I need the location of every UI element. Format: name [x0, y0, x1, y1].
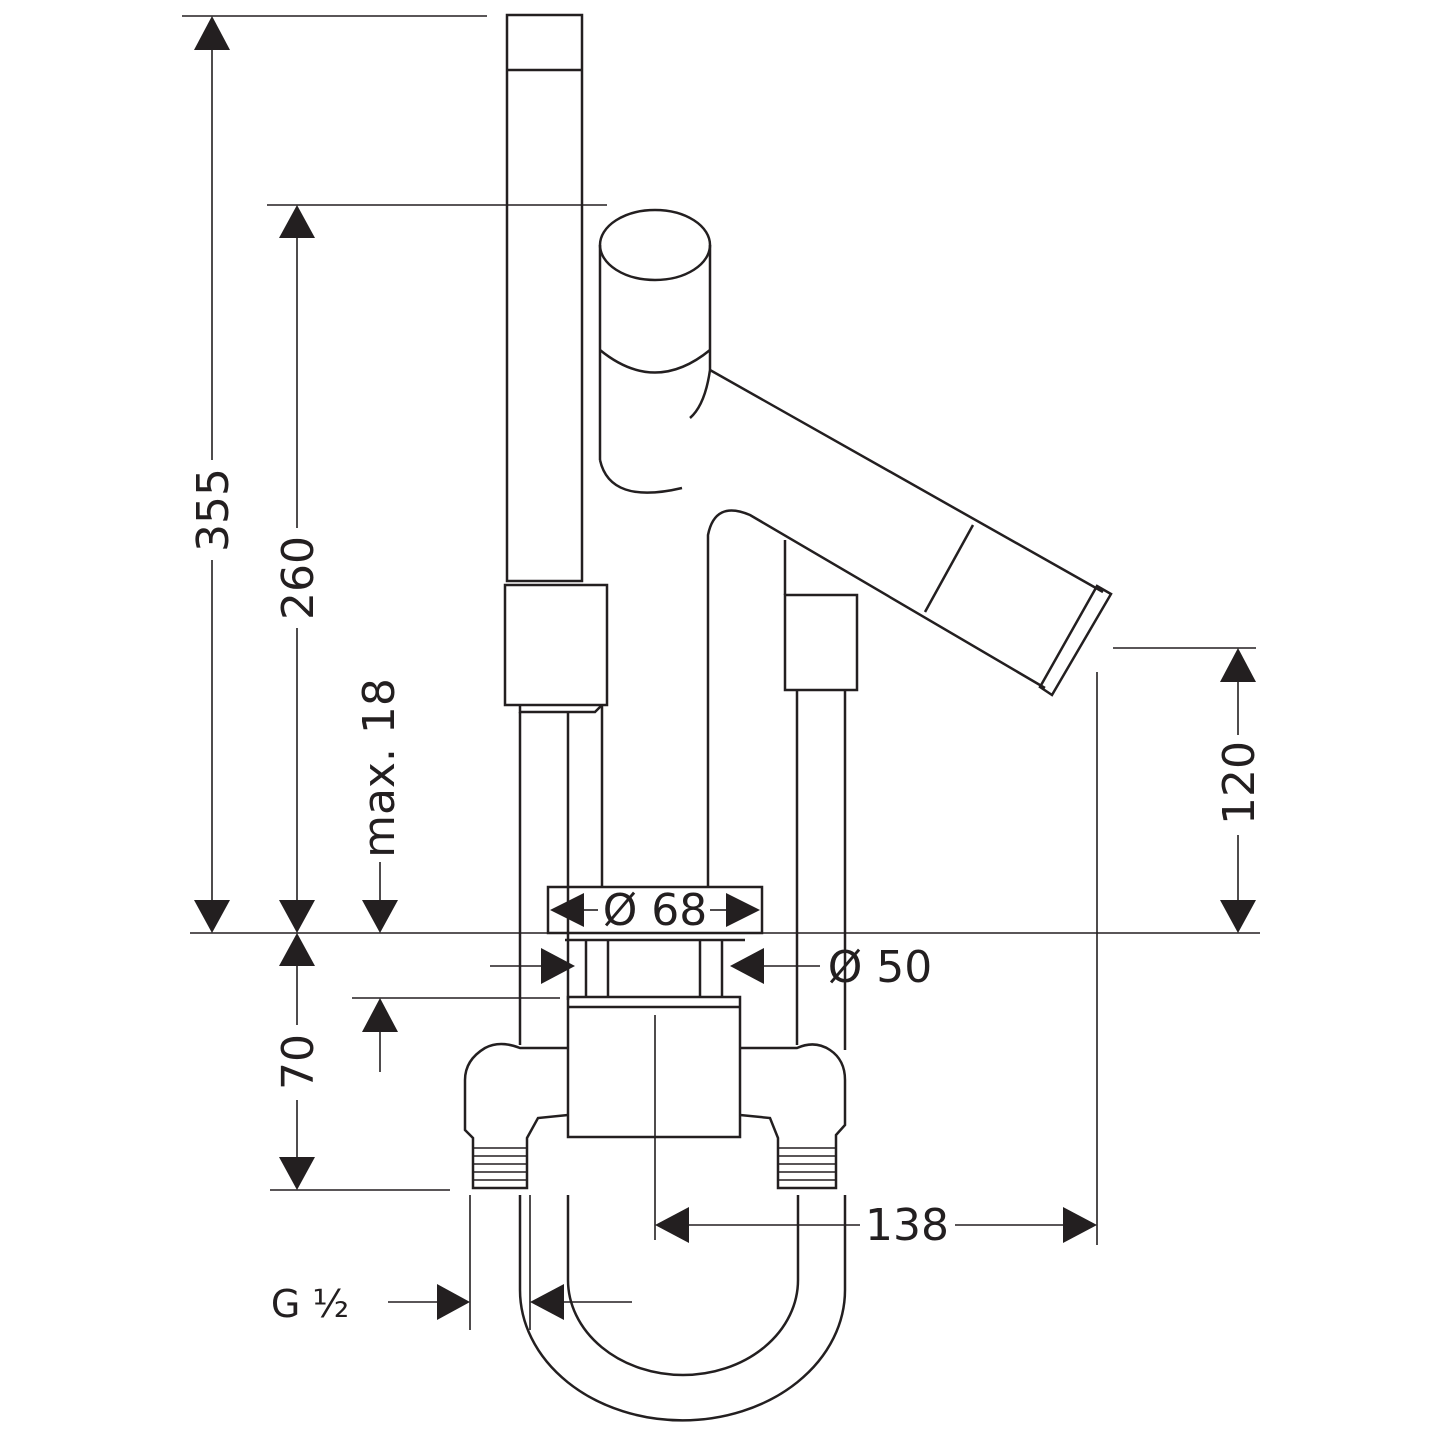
label-260: 260 [273, 536, 324, 620]
label-diameter-50: Ø 50 [828, 942, 933, 993]
label-120: 120 [1214, 741, 1265, 825]
right-thread [778, 1147, 836, 1181]
dimension-120: 120 [1214, 648, 1265, 933]
dimension-138: 138 [655, 1200, 1097, 1251]
dimension-355: 355 [188, 16, 239, 933]
lever-base [503, 583, 609, 707]
label-70: 70 [273, 1034, 324, 1090]
label-355: 355 [188, 468, 239, 552]
rosette: Ø 68 [546, 885, 764, 936]
faucet-outline [463, 13, 1113, 1422]
dimension-max-18: max. 18 [354, 678, 405, 1072]
extension-lines [182, 15, 1260, 1330]
label-max-18: max. 18 [354, 678, 405, 858]
label-g-half: G ½ [271, 1282, 349, 1326]
dimension-260: 260 [273, 205, 324, 933]
left-thread [473, 1147, 527, 1181]
dimension-connection: G ½ [271, 1282, 632, 1326]
lever [505, 13, 584, 583]
dimension-70: 70 [273, 933, 324, 1190]
label-138: 138 [865, 1200, 949, 1251]
dimension-diameter-50: Ø 50 [490, 942, 932, 993]
label-diameter-68: Ø 68 [603, 885, 708, 936]
